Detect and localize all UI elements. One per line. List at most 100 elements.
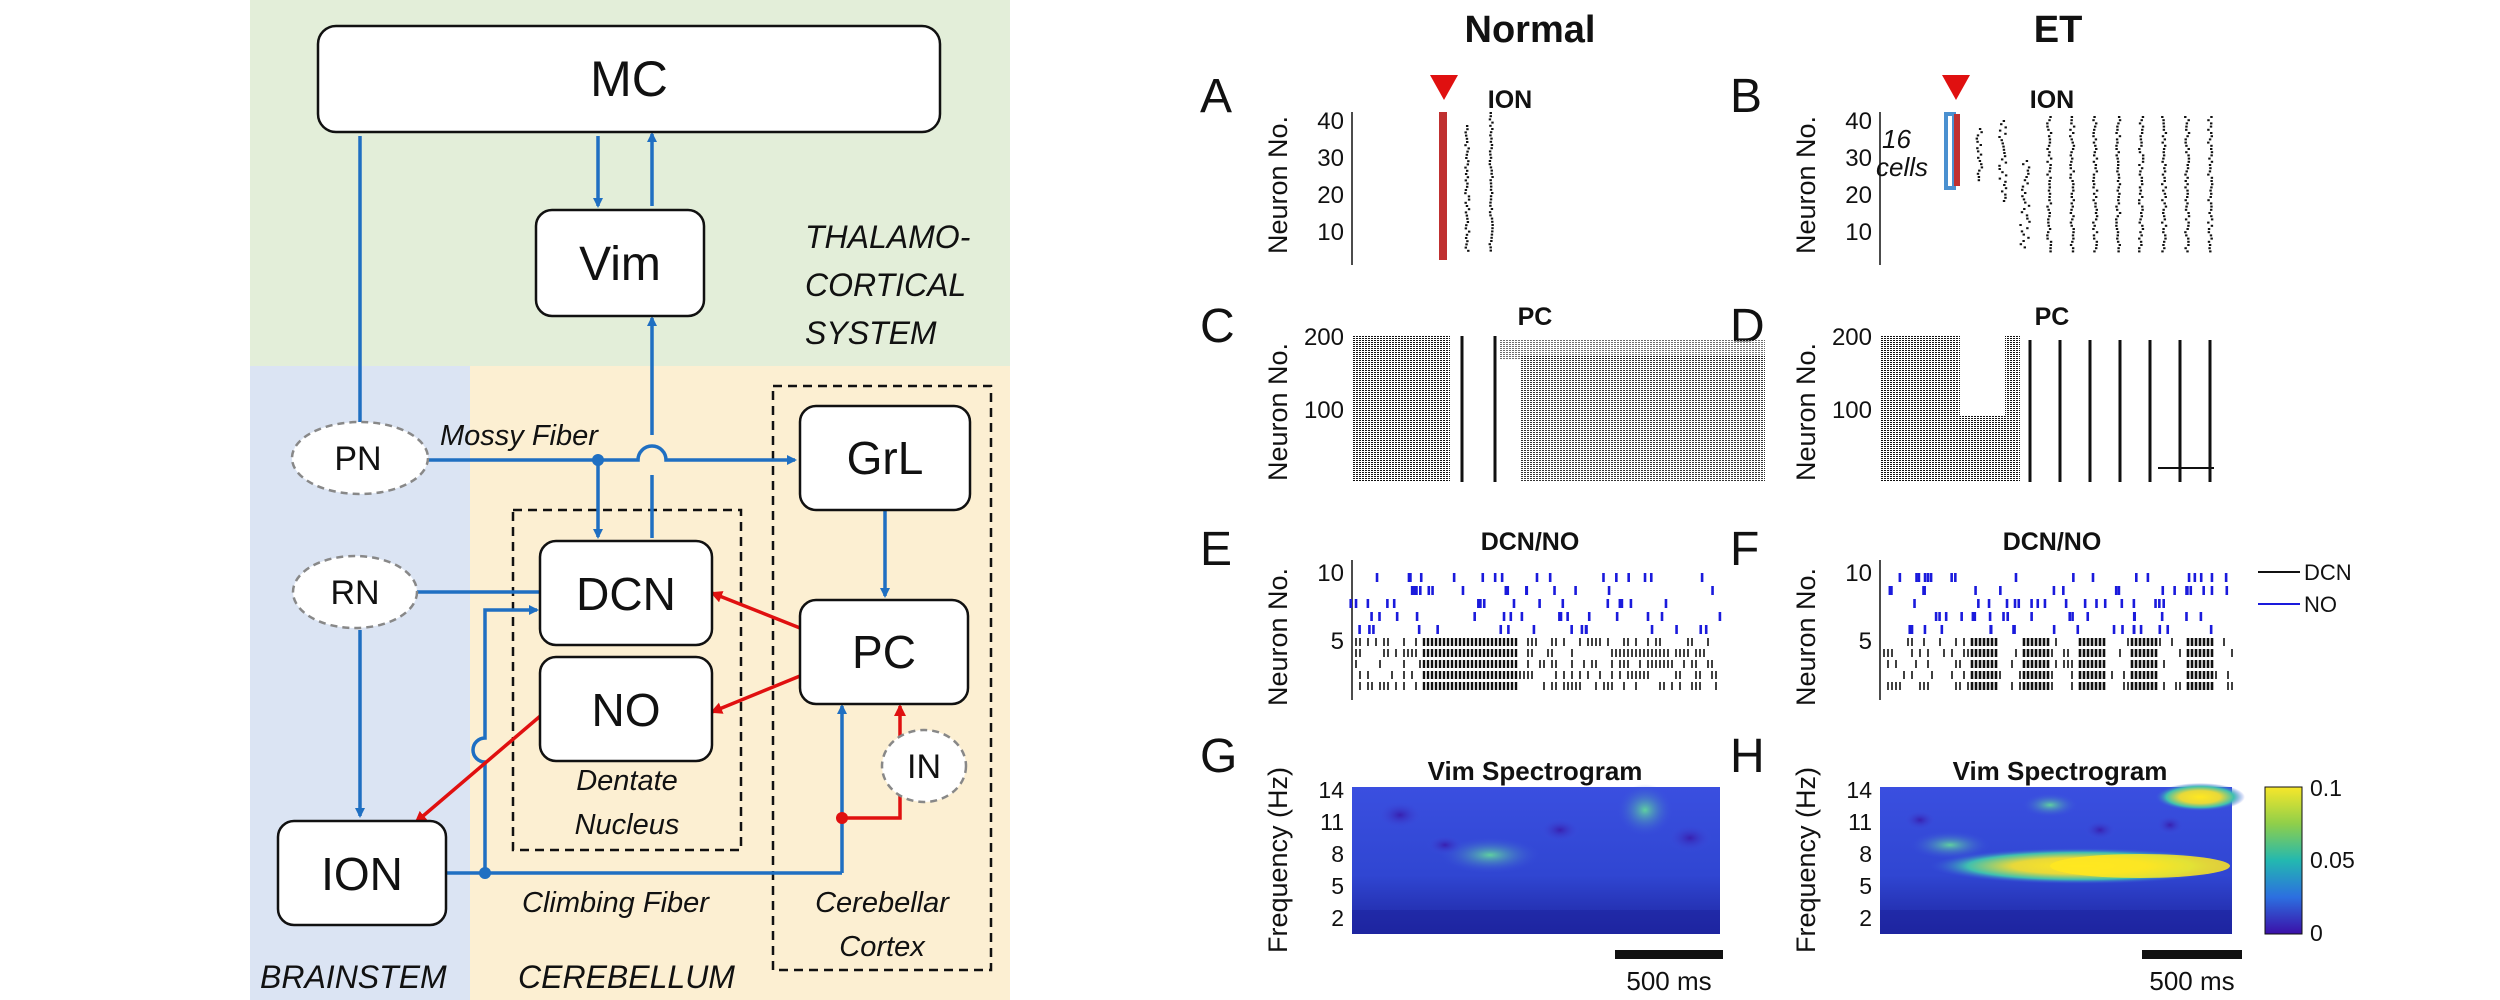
spike-mark (2049, 240, 2053, 243)
spike-mark (2092, 199, 2095, 202)
spike-mark (1490, 217, 1494, 220)
spike-mark (2208, 164, 2212, 166)
spike-mark (2210, 160, 2214, 163)
spike-mark (2210, 205, 2213, 208)
tick-f-10: 10 (1845, 560, 1872, 587)
spike-mark (2141, 224, 2144, 227)
spike-mark (2069, 154, 2072, 157)
spike-mark (2210, 215, 2213, 218)
spike-mark (2185, 125, 2188, 128)
spike-mark (2117, 116, 2121, 118)
spike-mark (2140, 244, 2143, 246)
spike-mark (2162, 125, 2166, 128)
grl-box (798, 404, 972, 512)
spike-mark (2003, 184, 2006, 186)
spike-mark (1465, 125, 1469, 127)
spike-mark (2207, 240, 2211, 243)
spike-mark (2187, 240, 2190, 243)
spike-mark (2208, 157, 2211, 160)
spike-mark (2046, 148, 2049, 150)
tick-a-20: 20 (1317, 182, 1344, 209)
spike-mark (2003, 155, 2007, 158)
spike-mark (2164, 132, 2168, 134)
panel-letter-b: B (1730, 70, 1762, 123)
spike-mark (2115, 224, 2118, 227)
spike-mark (1998, 136, 2001, 138)
spike-mark (2141, 183, 2144, 186)
spike-mark (2118, 135, 2122, 138)
spike-mark (2115, 144, 2118, 147)
spike-mark (2024, 192, 2027, 194)
spike-mark (1467, 195, 1471, 198)
spike-mark (2092, 183, 2096, 186)
spike-mark (2210, 132, 2213, 134)
title-e: DCN/NO (1481, 528, 1580, 556)
spike-mark (2186, 176, 2189, 179)
spike-mark (1464, 173, 1468, 175)
spike-mark (2162, 151, 2165, 154)
spike-mark (1489, 246, 1492, 249)
spike-mark (2072, 228, 2075, 230)
spike-mark (2047, 154, 2051, 157)
spike-mark (2021, 195, 2024, 198)
spike-mark (2023, 208, 2026, 210)
no-box (538, 655, 714, 763)
spike-mark (2049, 176, 2052, 179)
spike-mark (2115, 218, 2118, 221)
ion-sync-band-a (1439, 112, 1447, 260)
spike-mark (2049, 157, 2053, 160)
spike-mark (2049, 202, 2053, 205)
pc-label: PC (852, 626, 916, 678)
spike-mark (1489, 115, 1492, 118)
spike-mark (2141, 205, 2144, 208)
spike-mark (2138, 250, 2141, 253)
dcn-raster-normal (1349, 573, 1722, 690)
spike-mark (2140, 180, 2144, 182)
spike-mark (2019, 243, 2023, 246)
spike-mark (2210, 144, 2213, 147)
spike-mark (2186, 202, 2189, 205)
spike-mark (1489, 249, 1492, 252)
spike-mark (2116, 234, 2119, 237)
tick-h-14: 14 (1846, 777, 1872, 803)
spike-mark (2020, 230, 2024, 233)
spike-mark (2209, 250, 2212, 253)
spike-mark (2185, 151, 2188, 154)
spike-mark (1467, 160, 1470, 163)
spike-mark (2163, 192, 2167, 195)
spike-mark (1490, 233, 1494, 236)
spike-mark (2025, 160, 2029, 162)
spike-mark (2094, 196, 2098, 198)
spike-mark (2138, 202, 2141, 205)
spike-mark (2049, 167, 2052, 170)
spike-mark (2115, 138, 2119, 141)
tick-a-30: 30 (1317, 145, 1344, 172)
vim-label: Vim (579, 238, 661, 291)
spike-mark (1979, 144, 1982, 146)
spike-mark (2048, 228, 2052, 230)
spike-mark (2071, 186, 2075, 189)
spike-mark (2210, 154, 2213, 157)
title-d: PC (2035, 303, 2070, 331)
spike-mark (2047, 208, 2050, 211)
spike-mark (2069, 221, 2073, 224)
spike-mark (2048, 186, 2052, 189)
no-label: NO (592, 684, 661, 736)
spike-mark (1491, 192, 1494, 194)
spike-mark (1976, 140, 1979, 143)
spike-mark (2092, 180, 2095, 182)
spike-mark (1464, 227, 1468, 230)
spike-mark (2071, 247, 2075, 250)
spike-mark (1490, 172, 1493, 175)
spike-mark (2093, 128, 2096, 131)
title-h: Vim Spectrogram (1953, 756, 2168, 786)
spike-mark (1466, 150, 1469, 153)
spike-mark (1491, 227, 1494, 230)
spike-mark (2070, 202, 2073, 205)
spike-mark (2140, 212, 2143, 214)
spike-mark (1489, 156, 1493, 159)
spike-mark (2187, 224, 2190, 227)
spike-mark (2162, 240, 2166, 243)
spike-mark (1491, 220, 1494, 223)
spike-mark (2094, 138, 2098, 141)
